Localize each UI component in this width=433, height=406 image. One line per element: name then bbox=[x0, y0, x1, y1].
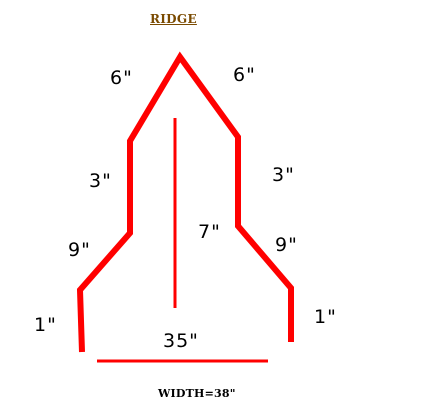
left-lower-slope-label: 9" bbox=[68, 239, 91, 261]
base-width-label: 35" bbox=[163, 330, 199, 352]
right-hem-label: 1" bbox=[314, 306, 337, 328]
right-lower-slope-label: 9" bbox=[275, 234, 298, 256]
center-height-label: 7" bbox=[198, 221, 221, 243]
overall-width-caption: WIDTH=38" bbox=[158, 387, 236, 400]
left-top-slope-label: 6" bbox=[110, 67, 133, 89]
right-vertical-label: 3" bbox=[272, 164, 295, 186]
right-top-slope-label: 6" bbox=[233, 64, 256, 86]
diagram-title: RIDGE bbox=[150, 12, 197, 26]
ridge-profile-outline bbox=[76, 51, 294, 353]
left-vertical-label: 3" bbox=[89, 170, 112, 192]
left-hem-label: 1" bbox=[34, 314, 57, 336]
